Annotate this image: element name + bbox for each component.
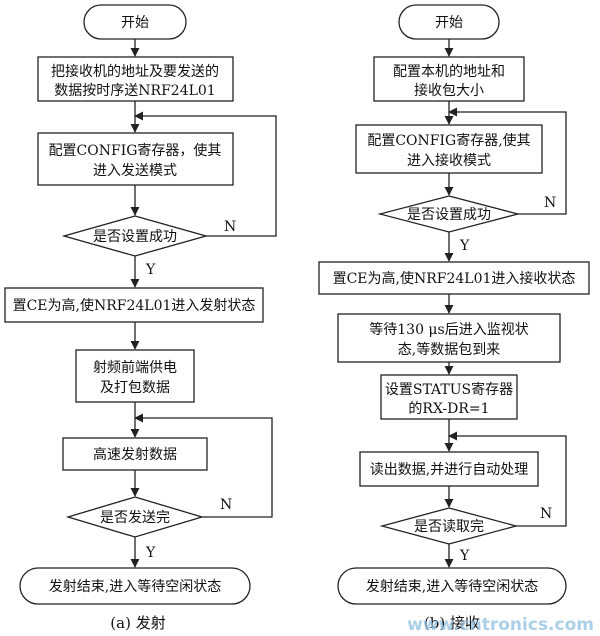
rx-decision1-text: 是否设置成功: [407, 207, 491, 223]
rx-step4-line2: 态,等数据包到来: [398, 341, 500, 358]
rx-end-node: [337, 567, 567, 605]
tx-end-node: [19, 567, 251, 605]
tx-no-label-2: N: [220, 497, 232, 513]
rx-step6-text: 读出数据,并进行自动处理: [370, 461, 528, 478]
rx-loop2-no: [448, 431, 567, 527]
tx-decision1-text: 是否设置成功: [93, 229, 177, 245]
rx-caption: (b) 接收: [424, 614, 480, 632]
rx-no-label-1: N: [544, 195, 556, 211]
tx-loop1-no: [134, 111, 277, 237]
tx-step3-text: 置CE为高,使NRF24L01进入发射状态: [13, 297, 256, 314]
tx-step5-text: 高速发射数据: [93, 446, 177, 463]
tx-loop2-no: [134, 413, 273, 518]
transmit-flowchart: 开始 把接收机的地址及要发送的 数据按时序送NRF24L01 配置CONFIG寄…: [4, 4, 277, 632]
tx-yes-label-1: Y: [145, 262, 156, 278]
tx-step3-box: [4, 287, 264, 323]
tx-step1-line2: 数据按时序送NRF24L01: [54, 83, 215, 99]
rx-step4-line1: 等待130 μs后进入监视状: [369, 321, 528, 338]
tx-step1-box: [37, 56, 234, 102]
rx-step2-box: [355, 124, 543, 174]
rx-end-text: 发射结束,进入等待空闲状态: [366, 578, 538, 595]
watermark-text: www.cntronics.com: [407, 615, 594, 635]
rx-loop1-no: [448, 107, 567, 215]
rx-step2-line1: 配置CONFIG寄存器,使其: [367, 132, 530, 149]
tx-step4-line2: 及打包数据: [100, 379, 170, 396]
tx-no-label-1: N: [224, 219, 236, 235]
tx-step1-line1: 把接收机的地址及要发送的: [51, 63, 219, 80]
rx-step1-line1: 配置本机的地址和: [393, 64, 505, 80]
rx-step3-text: 置CE为高,使NRF24L01进入接收状态: [333, 270, 576, 287]
tx-caption: (a) 发射: [110, 614, 165, 632]
tx-step2-line2: 进入发送模式: [93, 163, 177, 179]
rx-yes-label-1: Y: [459, 238, 470, 254]
tx-start-text: 开始: [121, 15, 149, 31]
receive-flowchart: 开始 配置本机的地址和 接收包大小 配置CONFIG寄存器,使其 进入接收模式 …: [318, 4, 590, 632]
rx-step4-box: [337, 313, 561, 363]
tx-step2-box: [37, 132, 234, 186]
tx-end-text: 发射结束,进入等待空闲状态: [49, 578, 221, 595]
rx-start-text: 开始: [435, 15, 463, 31]
rx-step5-line1: 设置STATUS寄存器: [385, 381, 513, 398]
rx-step5-line2: 的RX-DR=1: [408, 401, 489, 417]
rx-step2-line2: 进入接收模式: [407, 152, 491, 169]
tx-step2-line1: 配置CONFIG寄存器，使其: [49, 142, 222, 159]
rx-no-label-2: N: [540, 506, 552, 522]
rx-yes-label-2: Y: [459, 548, 470, 564]
rx-step1-line2: 接收包大小: [414, 82, 484, 99]
rx-decision2-text: 是否读取完: [414, 518, 484, 535]
rx-step1-box: [373, 56, 525, 102]
tx-yes-label-2: Y: [145, 545, 156, 561]
tx-step5-box: [62, 437, 208, 471]
rx-step3-box: [318, 261, 590, 295]
tx-decision2-text: 是否发送完: [100, 510, 170, 526]
tx-step4-line1: 射频前端供电: [93, 359, 177, 376]
